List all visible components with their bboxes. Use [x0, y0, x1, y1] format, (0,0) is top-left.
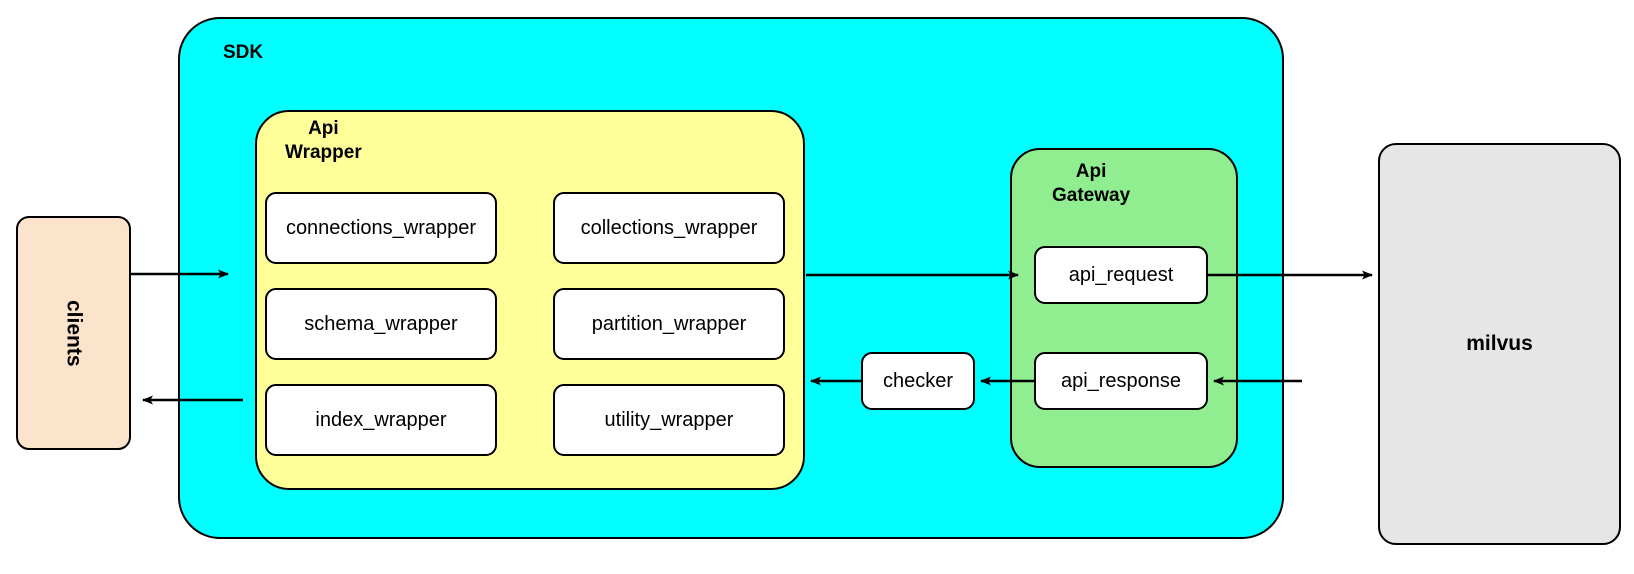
- node-index-wrapper[interactable]: index_wrapper: [265, 384, 497, 456]
- region-sdk-label: SDK: [223, 42, 264, 63]
- node-clients[interactable]: clients: [16, 216, 131, 450]
- node-clients-label: clients: [62, 299, 86, 367]
- region-api-wrapper-label: Api Wrapper: [285, 118, 362, 163]
- region-api-gateway-label: Api Gateway: [1052, 161, 1131, 206]
- node-api-request[interactable]: api_request: [1034, 246, 1208, 304]
- node-checker[interactable]: checker: [861, 352, 975, 410]
- node-schema-wrapper[interactable]: schema_wrapper: [265, 288, 497, 360]
- node-milvus[interactable]: milvus: [1378, 143, 1621, 545]
- node-utility-wrapper[interactable]: utility_wrapper: [553, 384, 785, 456]
- node-collections-wrapper[interactable]: collections_wrapper: [553, 192, 785, 264]
- node-connections-wrapper[interactable]: connections_wrapper: [265, 192, 497, 264]
- region-api-gateway: Api Gateway: [1010, 148, 1238, 468]
- node-partition-wrapper[interactable]: partition_wrapper: [553, 288, 785, 360]
- node-api-response[interactable]: api_response: [1034, 352, 1208, 410]
